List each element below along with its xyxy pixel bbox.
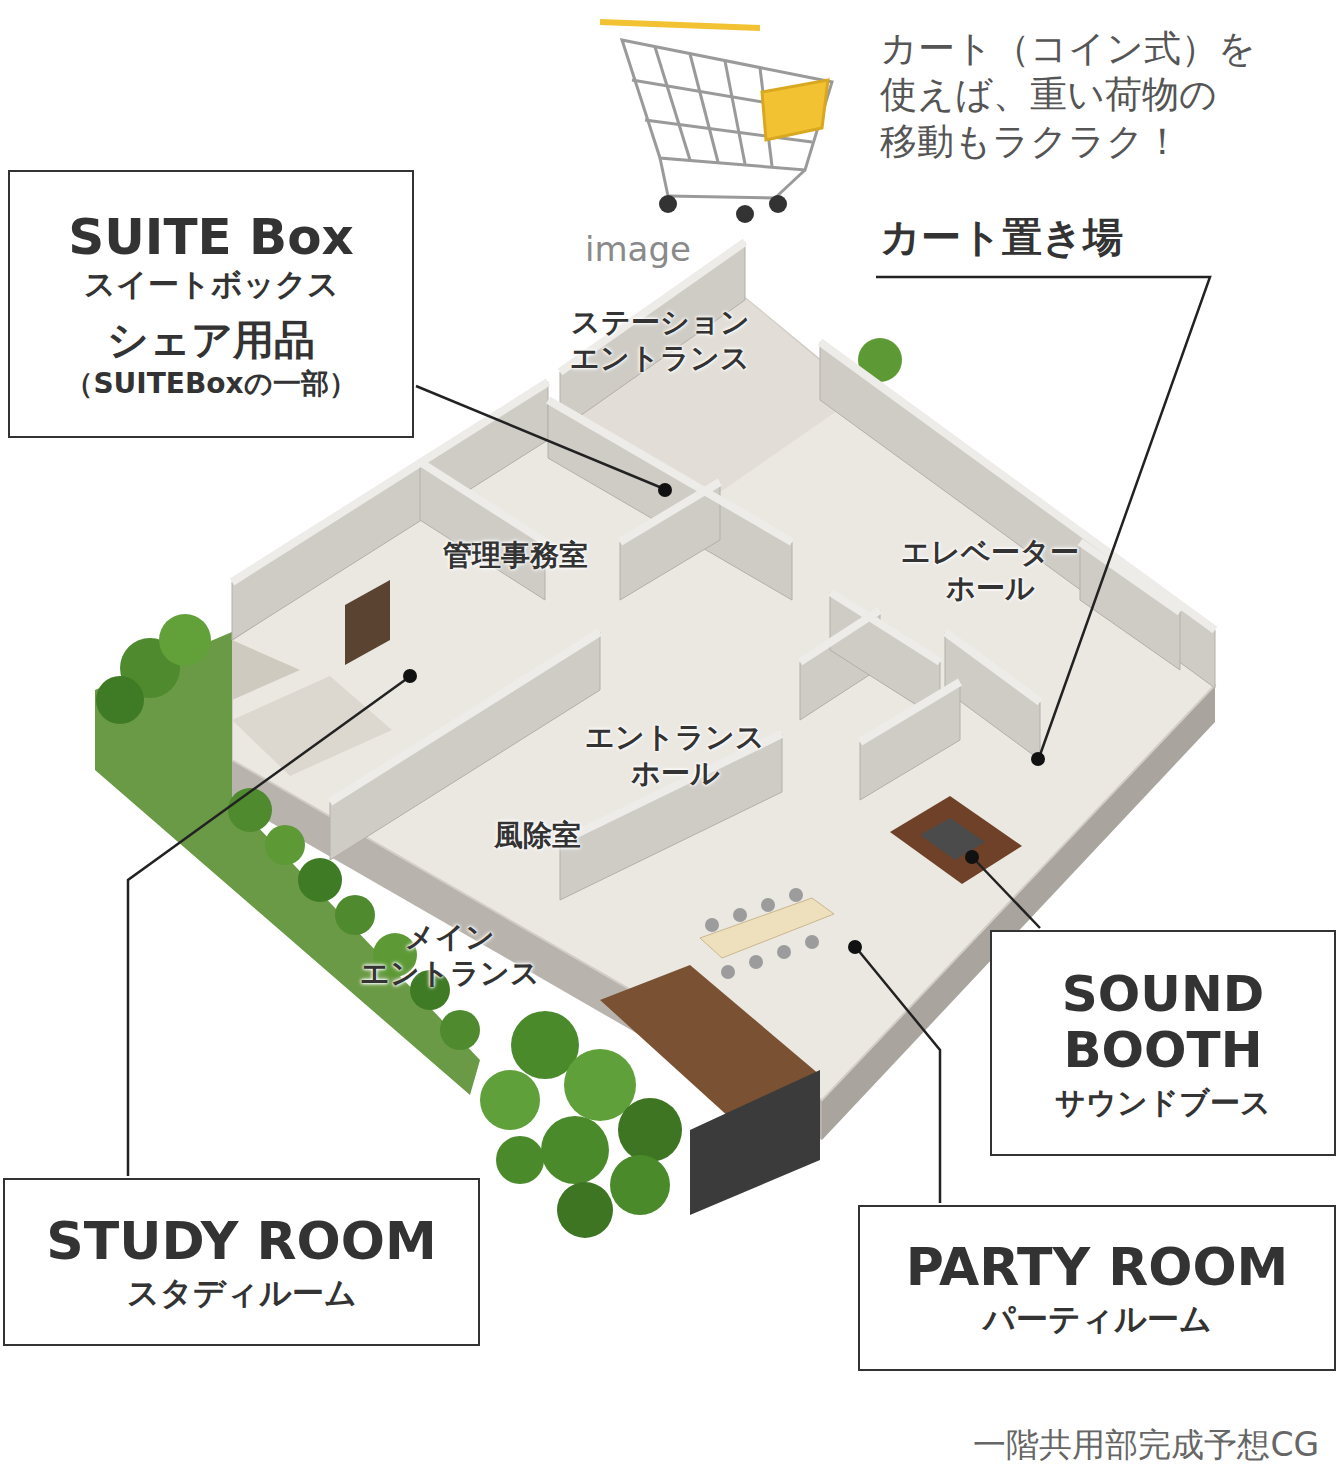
callout-heading: STUDY ROOM [46, 1212, 436, 1270]
wall-top [945, 632, 1040, 702]
callout-subtitle: スタディルーム [127, 1276, 357, 1312]
callout-heading: PARTY ROOM [906, 1238, 1289, 1296]
room-label: 管理事務室 [415, 537, 615, 573]
callout-subtitle: シェア用品 [107, 318, 315, 364]
room-label: エレベーター ホール [890, 534, 1090, 607]
party-table [700, 898, 834, 958]
wall-top [420, 462, 545, 542]
paved-path [232, 640, 300, 700]
trees [480, 1011, 682, 1238]
callout-subtitle: （SUITEBoxの一部） [65, 368, 356, 399]
callout-heading: SOUND BOOTH [1012, 966, 1314, 1078]
wall-top [820, 342, 1215, 630]
party-room-callout: PARTY ROOM パーティルーム [858, 1205, 1336, 1371]
caption: 一階共用部完成予想CG [973, 1424, 1319, 1464]
callout-heading: SUITE Box [68, 209, 354, 265]
cart-image [600, 22, 832, 223]
cart-area-label: カート置き場 [880, 212, 1123, 262]
wall-top [830, 592, 940, 662]
image-note: image [585, 228, 691, 271]
room-label: ステーション エントランス [560, 304, 760, 377]
wall-top [330, 632, 600, 802]
suite-box-callout: SUITE Boxスイートボックスシェア用品 （SUITEBoxの一部） [8, 170, 414, 438]
cart-note: カート（コイン式）を 使えば、重い荷物の 移動もラクラク！ [880, 26, 1320, 165]
room-label: エントランス ホール [575, 719, 775, 792]
trees [96, 338, 902, 1050]
callout-subtitle: スイートボックス [84, 267, 339, 302]
wall-face [1080, 542, 1180, 670]
paved-path [232, 676, 392, 776]
wall-top [620, 482, 720, 542]
wall-face [420, 462, 545, 600]
fence [690, 1070, 820, 1215]
wall-top [548, 400, 792, 542]
wall-face [860, 682, 960, 800]
booth-floor [890, 796, 1022, 884]
chairs [705, 888, 819, 979]
sound-booth-callout: SOUND BOOTH サウンドブース [990, 930, 1336, 1156]
callout-subtitle: サウンドブース [1055, 1086, 1271, 1120]
wall-face [620, 482, 720, 600]
room-label: 風除室 [437, 817, 637, 853]
wall-top [860, 682, 960, 742]
study-shelf [345, 580, 390, 665]
callout-subtitle: パーティルーム [983, 1302, 1212, 1338]
room-label: メイン エントランス [350, 919, 550, 992]
study-room-callout: STUDY ROOM スタディルーム [3, 1178, 480, 1346]
